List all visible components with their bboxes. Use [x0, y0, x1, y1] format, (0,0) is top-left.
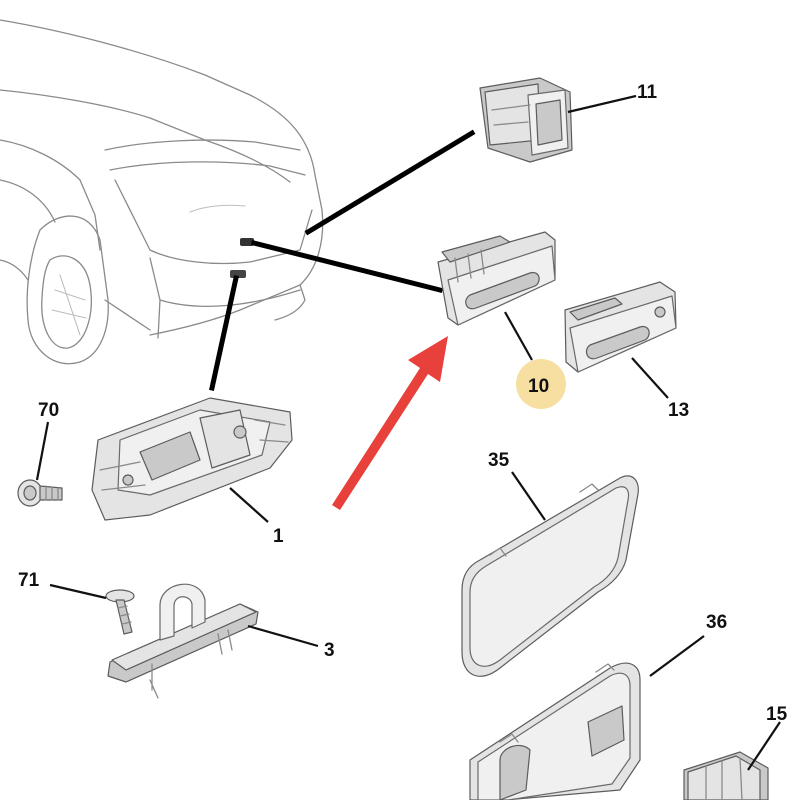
callout-11: 11	[637, 82, 658, 103]
part-3-striker-plate	[107, 583, 259, 699]
callout-10: 10	[528, 376, 549, 397]
part-13-release-switch	[564, 281, 677, 373]
callout-35: 35	[488, 450, 510, 471]
red-arrow-indicator	[332, 336, 448, 510]
highlight-circle	[516, 359, 566, 409]
part-70-screw	[17, 479, 63, 507]
part-10-boot-release-switch	[437, 231, 556, 326]
part-35-cover-panel	[461, 475, 639, 677]
callout-13: 13	[668, 400, 689, 421]
callout-labels: 11 10 13 70 1 35 71 3 36 15	[18, 82, 788, 725]
callout-1: 1	[273, 526, 284, 547]
part-15-connector	[683, 751, 769, 800]
callout-70: 70	[38, 400, 59, 421]
vehicle-rear-illustration	[0, 19, 324, 365]
leader-lines	[35, 94, 781, 771]
trunk-switch-location	[240, 238, 254, 246]
part-1-latch-motor	[91, 397, 293, 521]
part-11-switch-housing	[479, 77, 573, 163]
callout-3: 3	[324, 640, 335, 661]
callout-71: 71	[18, 570, 40, 591]
part-36-trim-panel	[469, 662, 641, 800]
callout-36: 36	[706, 612, 727, 633]
location-pointer-lines	[209, 129, 476, 391]
callout-15: 15	[766, 704, 788, 725]
part-71-bolt	[105, 589, 135, 635]
